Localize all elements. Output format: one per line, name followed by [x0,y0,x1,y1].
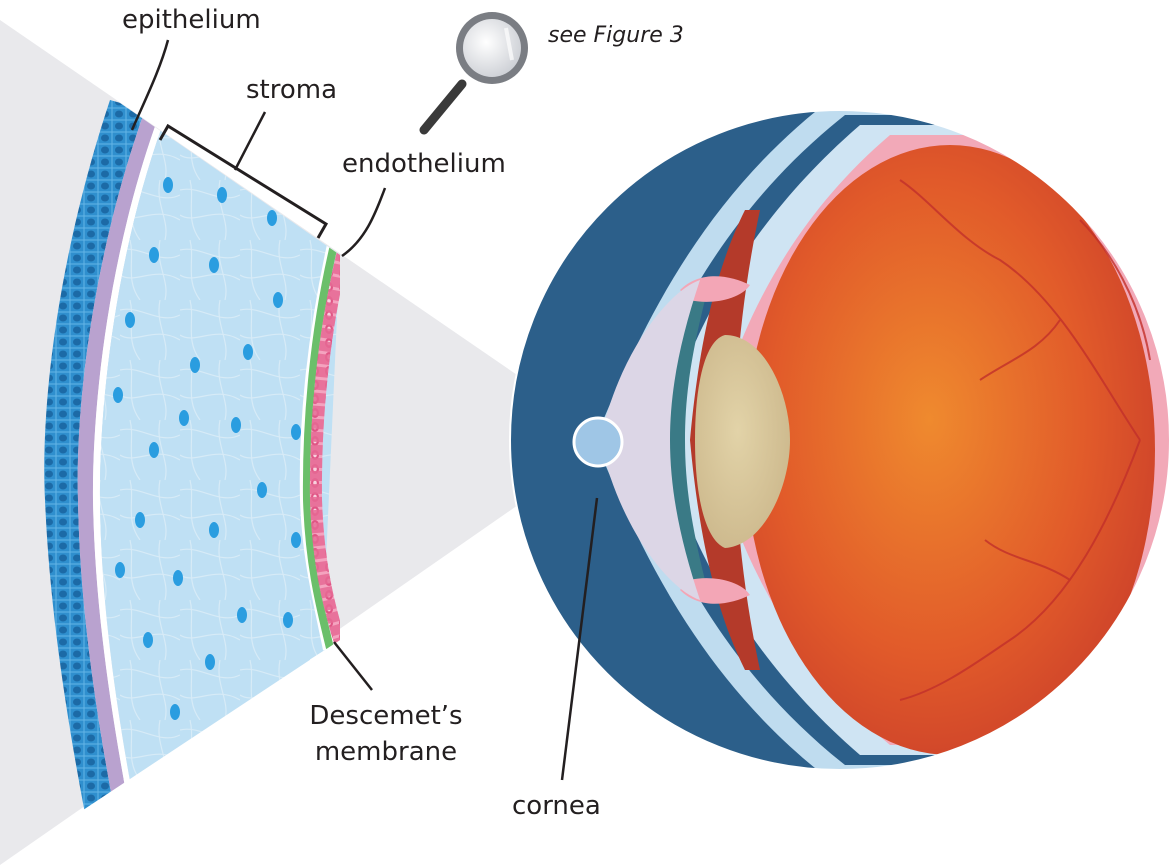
cornea-layers-detail [44,100,343,865]
endothelium-leader [342,188,385,256]
stroma-leader [235,112,265,170]
label-stroma: stroma [246,74,337,106]
label-endothelium: endothelium [342,148,506,180]
label-descemet-line2: membrane [306,736,466,768]
label-descemet-line1: Descemet’s [306,700,466,732]
label-epithelium: epithelium [122,4,261,36]
epithelium-leader [132,40,168,130]
zoom-circle [574,418,622,466]
retina [745,145,1155,755]
descemet-leader [334,642,372,690]
label-cornea: cornea [512,790,601,822]
label-see-figure: see Figure 3 [548,20,684,52]
magnifying-glass-icon [424,12,528,130]
